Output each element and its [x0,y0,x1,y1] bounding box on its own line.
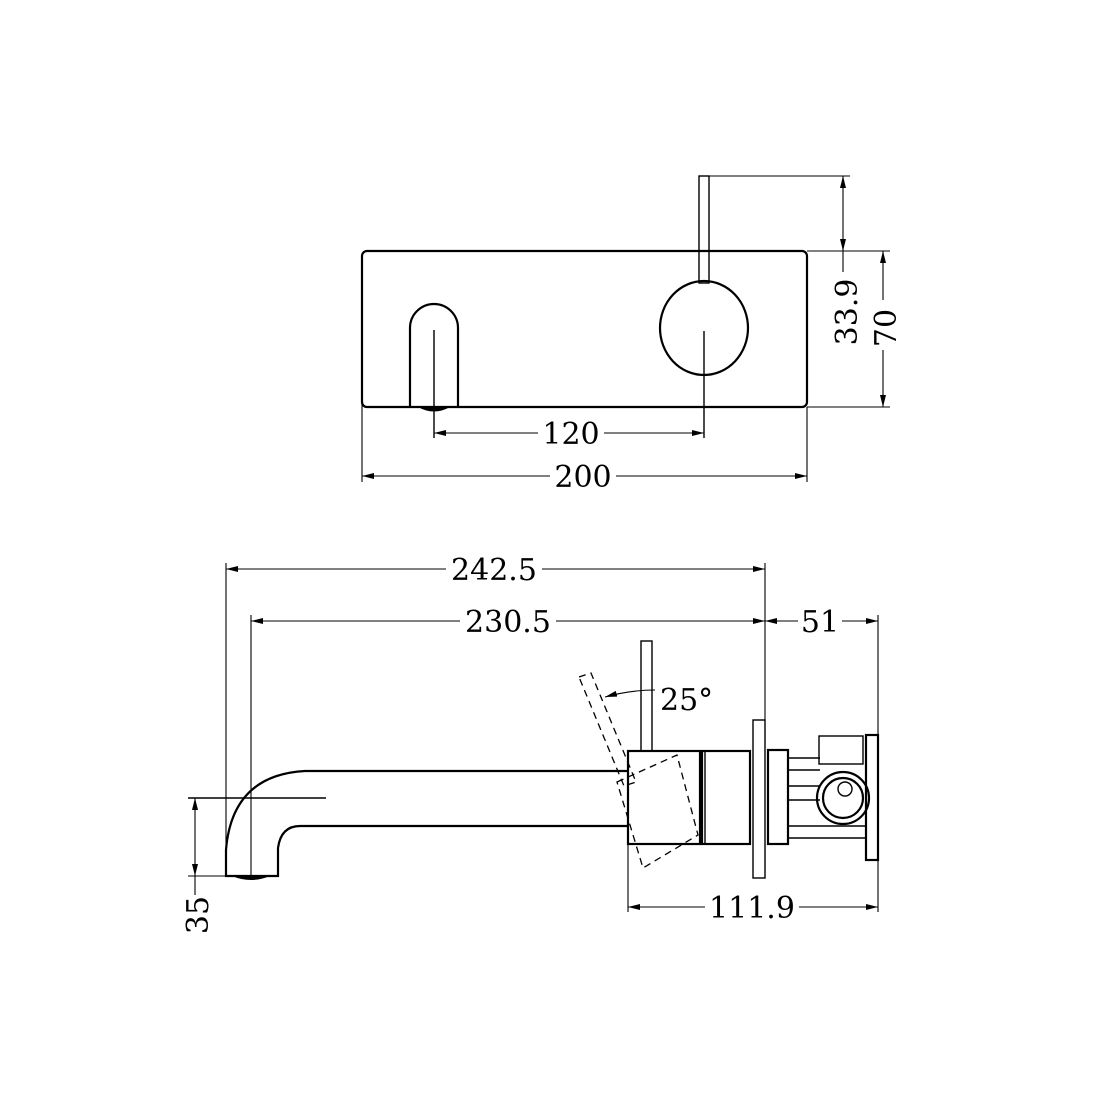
valve-port-outer [815,770,871,826]
mixer-block [626,749,702,846]
lever-upright [640,640,653,752]
valve-back-plate [864,733,880,862]
dim-200-label: 200 [554,460,611,495]
dim-230-5-label: 230.5 [465,605,551,640]
spout-side [224,769,628,878]
dim-33-9-label: 33.9 [830,279,865,346]
dim-242-5-label: 242.5 [451,553,537,588]
wall-plate [360,249,809,409]
wall-flange [752,719,766,879]
side-view: 25° 242.5 230.5 51 [181,553,880,934]
handle-lever [698,175,710,284]
dim-120-label: 120 [542,417,599,452]
spout-outline [408,302,460,407]
dim-70-label: 70 [869,309,904,347]
front-view: 120 200 33.9 70 [360,175,904,495]
mixer-collar [700,749,752,846]
angle-25-label: 25° [660,683,713,718]
dim-51-label: 51 [801,605,839,640]
lever-rotated-dashed [578,672,699,869]
dim-111-9-label: 111.9 [709,891,795,926]
dim-35-label: 35 [181,896,216,934]
